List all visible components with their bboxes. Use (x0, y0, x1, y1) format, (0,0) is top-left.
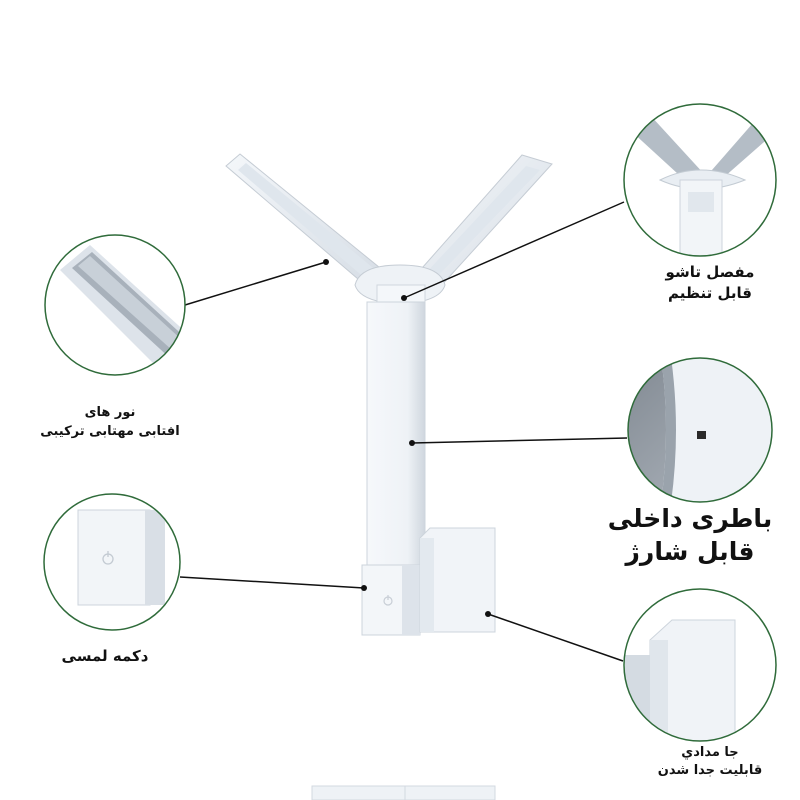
zoom-touch-button (43, 493, 181, 631)
power-icon (383, 595, 393, 606)
left-light-arm (225, 153, 386, 286)
hinge-label: مفصل تاشو قابل تنظیم (640, 262, 780, 304)
secondary-product-top (311, 785, 496, 800)
pen-holder (419, 527, 496, 633)
touch-button-label: دکمه لمسی (30, 646, 180, 666)
holder-label-line2: قابليت جدا شدن (657, 763, 763, 778)
zoom-hinge (623, 103, 777, 257)
lamp (225, 153, 553, 800)
leader-lines (179, 201, 628, 662)
lights-label-line1: نور های (84, 405, 136, 420)
leader-line-battery (411, 437, 628, 444)
hinge-label-line1: مفصل تاشو (665, 263, 755, 281)
zoom-battery (627, 357, 773, 503)
holder-label: جا مدادي قابليت جدا شدن (640, 744, 780, 780)
leader-line-touch (179, 576, 365, 589)
right-light-arm (414, 154, 553, 288)
battery-label-line1: باطری داخلی (607, 504, 773, 533)
charging-port-icon (697, 431, 706, 439)
lights-label: نور های افتابی مهتابی ترکیبی (10, 403, 210, 441)
leader-line-holder (487, 613, 624, 662)
lights-label-line2: افتابی مهتابی ترکیبی (40, 424, 180, 439)
hinge-label-line2: قابل تنظیم (668, 284, 752, 302)
holder-label-line1: جا مدادي (681, 745, 739, 760)
zoom-holder (623, 588, 777, 742)
zoom-lights (44, 234, 186, 376)
battery-label: باطری داخلی قابل شارژ (590, 502, 790, 568)
touch-button-label-line1: دکمه لمسی (61, 647, 149, 665)
battery-label-line2: قابل شارژ (625, 537, 755, 566)
leader-line-hinge (403, 201, 625, 299)
zoom-power-icon (102, 551, 114, 565)
leader-line-lights (184, 261, 327, 306)
